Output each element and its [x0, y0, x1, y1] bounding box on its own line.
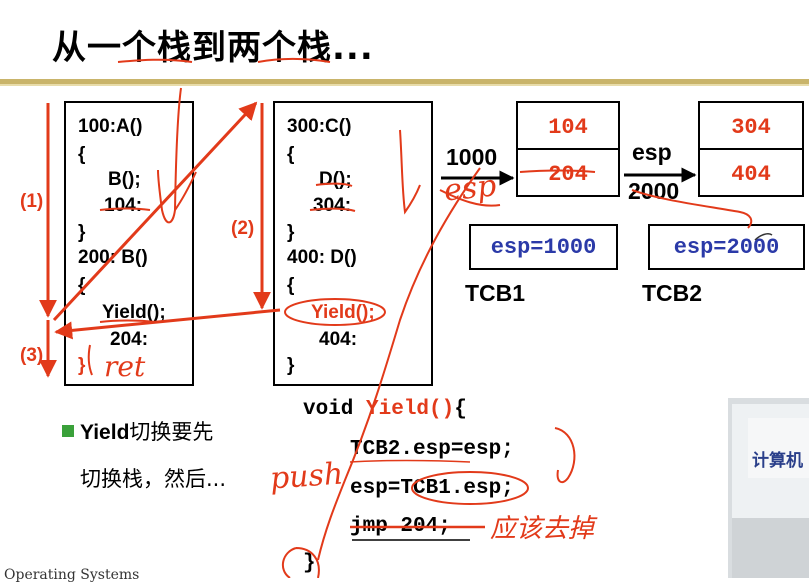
handwritten-stroke	[99, 319, 156, 323]
title-rule-shadow	[0, 84, 809, 86]
code-brace: {	[454, 398, 467, 421]
handwritten-stroke	[317, 167, 481, 561]
tcb2-label: TCB2	[642, 280, 703, 306]
stack1-line: }	[78, 222, 86, 243]
tcb1-label: TCB1	[465, 280, 526, 306]
yield-code-line-2: TCB2.esp=esp;	[350, 438, 514, 461]
code-function: Yield()	[366, 398, 455, 421]
handwritten-stroke	[99, 207, 151, 211]
handwritten-stroke	[315, 182, 353, 187]
code-keyword: void	[303, 398, 367, 421]
stack2-line: 404:	[319, 329, 358, 350]
yield-code-line-5: }	[303, 552, 316, 575]
tcb2-esp-value: esp=2000	[673, 235, 780, 260]
stack2-line: 400: D()	[287, 247, 357, 268]
handwritten-stroke	[309, 207, 356, 212]
inset-banner	[748, 418, 809, 478]
step-label-2: (2)	[231, 218, 255, 239]
stack1-line: {	[78, 275, 86, 296]
stack2-line: }	[287, 222, 295, 243]
handwritten-stroke	[519, 169, 596, 173]
brace-circle-annotation	[281, 547, 320, 578]
bullet-keyword: Yield	[80, 421, 130, 444]
title-rule	[0, 79, 809, 84]
ret-note: ret	[104, 350, 146, 383]
inset-floor	[732, 518, 809, 578]
tcb1-cell-value: 204	[548, 162, 588, 187]
handwritten-stroke	[399, 129, 421, 215]
tcb2-cell-value: 404	[731, 162, 771, 187]
stack2-line: {	[287, 275, 295, 296]
stack1-line: }	[78, 355, 86, 376]
stack1-line: B();	[108, 169, 141, 190]
tcb1-esp-circle-annotation	[411, 471, 529, 505]
handwritten-stroke	[754, 233, 773, 241]
handwritten-stroke	[117, 58, 193, 63]
tcb1-stack-cell-bottom: 204	[516, 148, 620, 197]
handwritten-stroke	[87, 344, 93, 376]
tcb1-esp-box: esp=1000	[469, 224, 618, 270]
stack1-line: 204:	[110, 329, 149, 350]
tcb2-stack-cell-top: 304	[698, 101, 804, 150]
handwritten-stroke	[257, 58, 331, 63]
stack2-line: 304:	[313, 195, 352, 216]
bullet-line-1: Yield切换要先	[80, 420, 214, 444]
arrow2-bottom-label: 2000	[628, 178, 680, 204]
tcb1-cell-value: 104	[548, 115, 588, 140]
arrow2-top-label: esp	[632, 139, 672, 165]
stack1-line: Yield();	[102, 302, 166, 323]
inset-text: 计算机	[752, 451, 803, 471]
bullet-rest: 切换要先	[129, 420, 214, 444]
stack2-line: 300:C()	[287, 116, 352, 137]
step-label-1: (1)	[20, 191, 44, 212]
tcb1-esp-value: esp=1000	[490, 235, 597, 260]
bullet-square-icon	[62, 425, 74, 437]
remove-note: 应该去掉	[490, 514, 595, 544]
switch-to-stack2-arrow	[52, 101, 258, 322]
stack2-line: }	[287, 355, 295, 376]
stack1-line: 104:	[104, 195, 143, 216]
bullet-line-2: 切换栈，然后...	[80, 467, 227, 491]
handwritten-stroke	[439, 189, 501, 207]
yield-code-line-3: esp=TCB1.esp;	[350, 477, 514, 500]
yield-circle-annotation	[284, 298, 386, 326]
tcb2-esp-box: esp=2000	[648, 224, 805, 270]
tcb2-stack-cell-bottom: 404	[698, 148, 804, 197]
stack2-line: {	[287, 144, 295, 165]
handwritten-stroke	[554, 427, 576, 484]
tcb2-cell-value: 304	[731, 115, 771, 140]
video-inset: 计算机	[728, 398, 809, 578]
yield-code-line-1: void Yield(){	[303, 399, 467, 420]
stack1-line: 100:A()	[78, 116, 143, 137]
handwritten-stroke	[157, 87, 182, 224]
stack2-line: Yield();	[311, 302, 375, 323]
handwritten-stroke	[349, 459, 471, 463]
handwritten-stroke	[174, 171, 197, 211]
tcb1-stack-cell-top: 104	[516, 101, 620, 150]
return-to-stack1-arrow	[54, 308, 281, 340]
handwritten-stroke	[631, 189, 753, 229]
step-label-3: (3)	[20, 345, 44, 366]
stack1-line: {	[78, 144, 86, 165]
arrow1-label: 1000	[446, 144, 498, 170]
